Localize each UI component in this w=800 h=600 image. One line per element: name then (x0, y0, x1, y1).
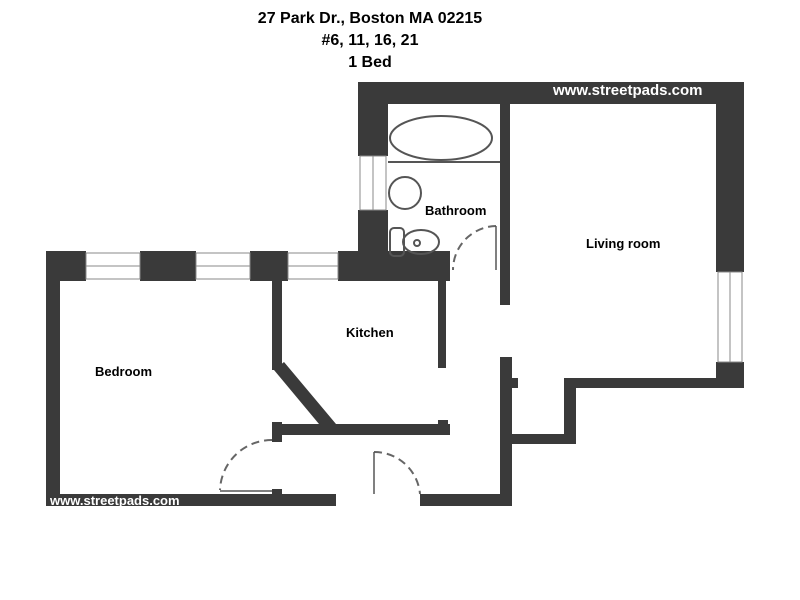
room-label-living-room: Living room (586, 236, 661, 251)
bedroom-door-icon (219, 439, 273, 491)
windows (85, 155, 743, 363)
bathtub-icon (389, 115, 493, 161)
walls (46, 82, 744, 506)
door-leaves (220, 226, 497, 494)
watermark-top: www.streetpads.com (553, 82, 703, 99)
room-label-bathroom: Bathroom (425, 203, 487, 218)
watermark-bottom: www.streetpads.com (50, 493, 180, 508)
address-title: 27 Park Dr., Boston MA 02215 (257, 10, 483, 27)
bathroom-fixtures (388, 115, 500, 257)
sink-icon (388, 176, 422, 210)
bathroom-door-icon (452, 225, 497, 271)
bedroom-count: 1 Bed (348, 54, 392, 71)
door-swings (219, 225, 497, 495)
toilet-bowl-icon (402, 229, 440, 255)
room-label-kitchen: Kitchen (346, 325, 394, 340)
unit-numbers: #6, 11, 16, 21 (321, 32, 419, 49)
room-label-bedroom: Bedroom (95, 364, 153, 379)
entry-door-icon (373, 450, 421, 495)
